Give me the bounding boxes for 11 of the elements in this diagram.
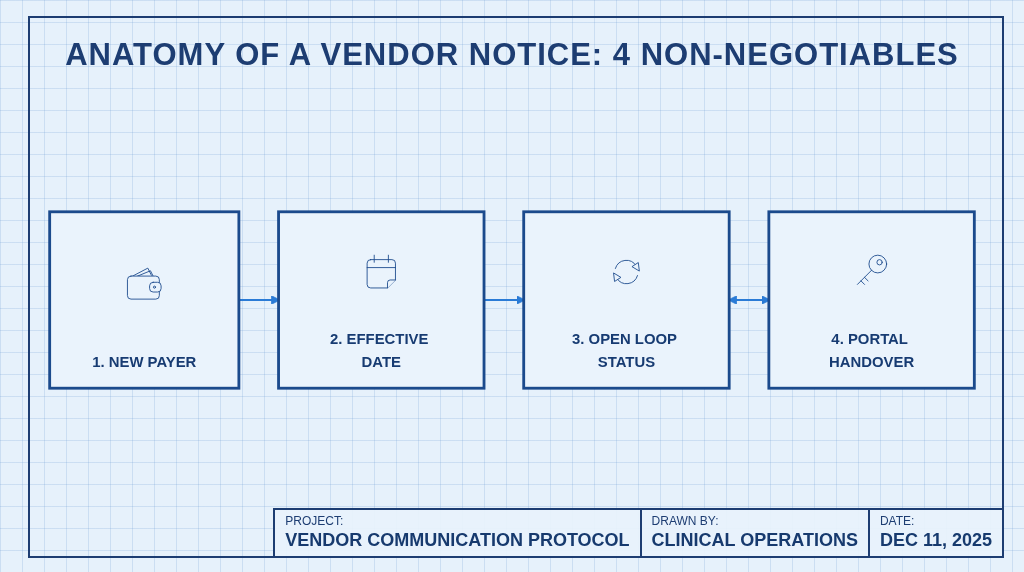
node-box: 2. EFFECTIVE DATE [277,210,486,390]
node-box: 3. OPEN LOOP STATUS [522,210,731,390]
field-label: PROJECT: [285,514,344,529]
field-label: DRAWN BY: [651,514,719,529]
node-box: 1. NEW PAYER [48,210,241,390]
diagram-title: ANATOMY OF A VENDOR NOTICE: 4 NON-NEGOTIABLES [65,36,959,74]
node-box: 4. PORTAL HANDOVER [767,210,976,390]
field-value: VENDOR COMMUNICATION PROTOCOL [285,529,630,551]
field-value: CLINICAL OPERATIONS [651,529,858,551]
field-label: DATE: [879,514,915,529]
field-value: DEC 11, 2025 [879,529,992,551]
